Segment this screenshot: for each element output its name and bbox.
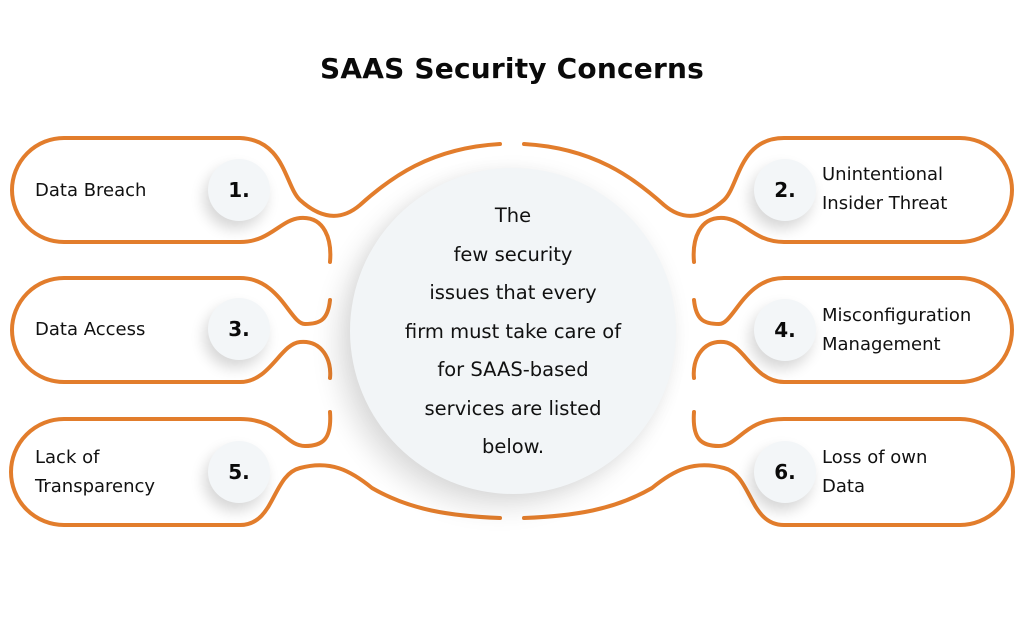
item-label-line: Data — [822, 476, 865, 497]
diagram-title: SAAS Security Concerns — [319, 52, 704, 85]
item-label-lack-of-transparency: Lack of Transparency — [35, 443, 155, 501]
item-label-data-access: Data Access — [35, 315, 145, 344]
item-label-line: Loss of own — [822, 447, 928, 468]
center-line: The — [494, 204, 532, 228]
center-line: for SAAS-based — [437, 358, 589, 382]
item-label-line: Data Breach — [35, 180, 147, 201]
center-line: services are listed — [424, 396, 602, 420]
center-description: The few security issues that every firm … — [378, 197, 648, 467]
item-number-badge-4: 4. — [754, 299, 816, 361]
item-label-unintentional-insider-threat: Unintentional Insider Threat — [822, 160, 947, 218]
center-line: few security — [453, 242, 573, 266]
item-label-line: Insider Threat — [822, 193, 948, 214]
ring-gap-left-upper — [318, 270, 354, 290]
ring-gap-top — [502, 128, 522, 158]
item-label-data-breach: Data Breach — [35, 176, 146, 205]
center-circle: The few security issues that every firm … — [350, 168, 676, 494]
item-label-line: Management — [822, 334, 941, 355]
ring-gap-right-lower — [670, 382, 706, 404]
item-number-badge-3: 3. — [208, 298, 270, 360]
ring-gap-left-lower — [318, 382, 354, 404]
item-number-badge-1: 1. — [208, 159, 270, 221]
ring-gap-right-upper — [670, 270, 706, 290]
ring-gap-bottom — [502, 504, 522, 534]
item-label-line: Misconfiguration — [822, 305, 972, 326]
item-label-misconfiguration-management: Misconfiguration Management — [822, 301, 971, 359]
item-number-badge-5: 5. — [208, 441, 270, 503]
item-label-loss-of-own-data: Loss of own Data — [822, 443, 927, 501]
item-label-line: Unintentional — [822, 164, 944, 185]
item-label-line: Transparency — [35, 476, 156, 497]
item-label-line: Lack of — [35, 447, 100, 468]
center-line: firm must take care of — [404, 319, 622, 343]
item-label-line: Data Access — [35, 319, 146, 340]
item-number-badge-2: 2. — [754, 159, 816, 221]
center-line: issues that every — [429, 281, 597, 305]
item-number-badge-6: 6. — [754, 441, 816, 503]
center-line: below. — [481, 435, 545, 459]
